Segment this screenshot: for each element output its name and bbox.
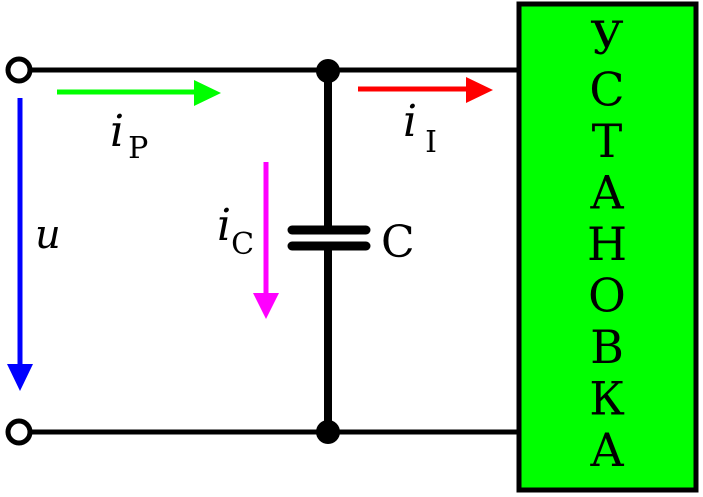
load-block-letter: В <box>590 320 624 374</box>
source-current-arrow-head <box>194 80 221 106</box>
load-block-letter: К <box>589 372 625 426</box>
load-block-letter: Т <box>592 114 623 168</box>
junction-top <box>316 59 340 83</box>
load-block[interactable] <box>516 1 699 493</box>
load-block-letter: У <box>590 11 623 65</box>
load-block-letter: А <box>590 166 625 220</box>
load-block-letter: Н <box>587 217 627 271</box>
load-current-arrow-head <box>466 77 493 103</box>
current-symbol: i <box>403 96 417 147</box>
load-block-letter: А <box>590 423 625 477</box>
voltage-arrow-head <box>7 364 33 391</box>
source-current-subscript: P <box>128 131 148 166</box>
current-symbol: i <box>217 200 231 251</box>
capacitor-current-subscript: C <box>231 227 254 262</box>
load-block-letter: О <box>588 269 626 323</box>
current-symbol: i <box>110 106 124 157</box>
terminal-bottom[interactable] <box>5 418 33 446</box>
load-current-subscript: I <box>425 125 437 160</box>
junction-bottom <box>316 420 340 444</box>
capacitor-current-label: iC <box>217 200 254 262</box>
voltage-label: u <box>35 212 61 258</box>
load-block-letter: С <box>589 63 624 117</box>
capacitor-label: C <box>381 217 415 268</box>
terminal-top[interactable] <box>5 56 33 84</box>
capacitor-current-arrow-head <box>253 293 279 319</box>
